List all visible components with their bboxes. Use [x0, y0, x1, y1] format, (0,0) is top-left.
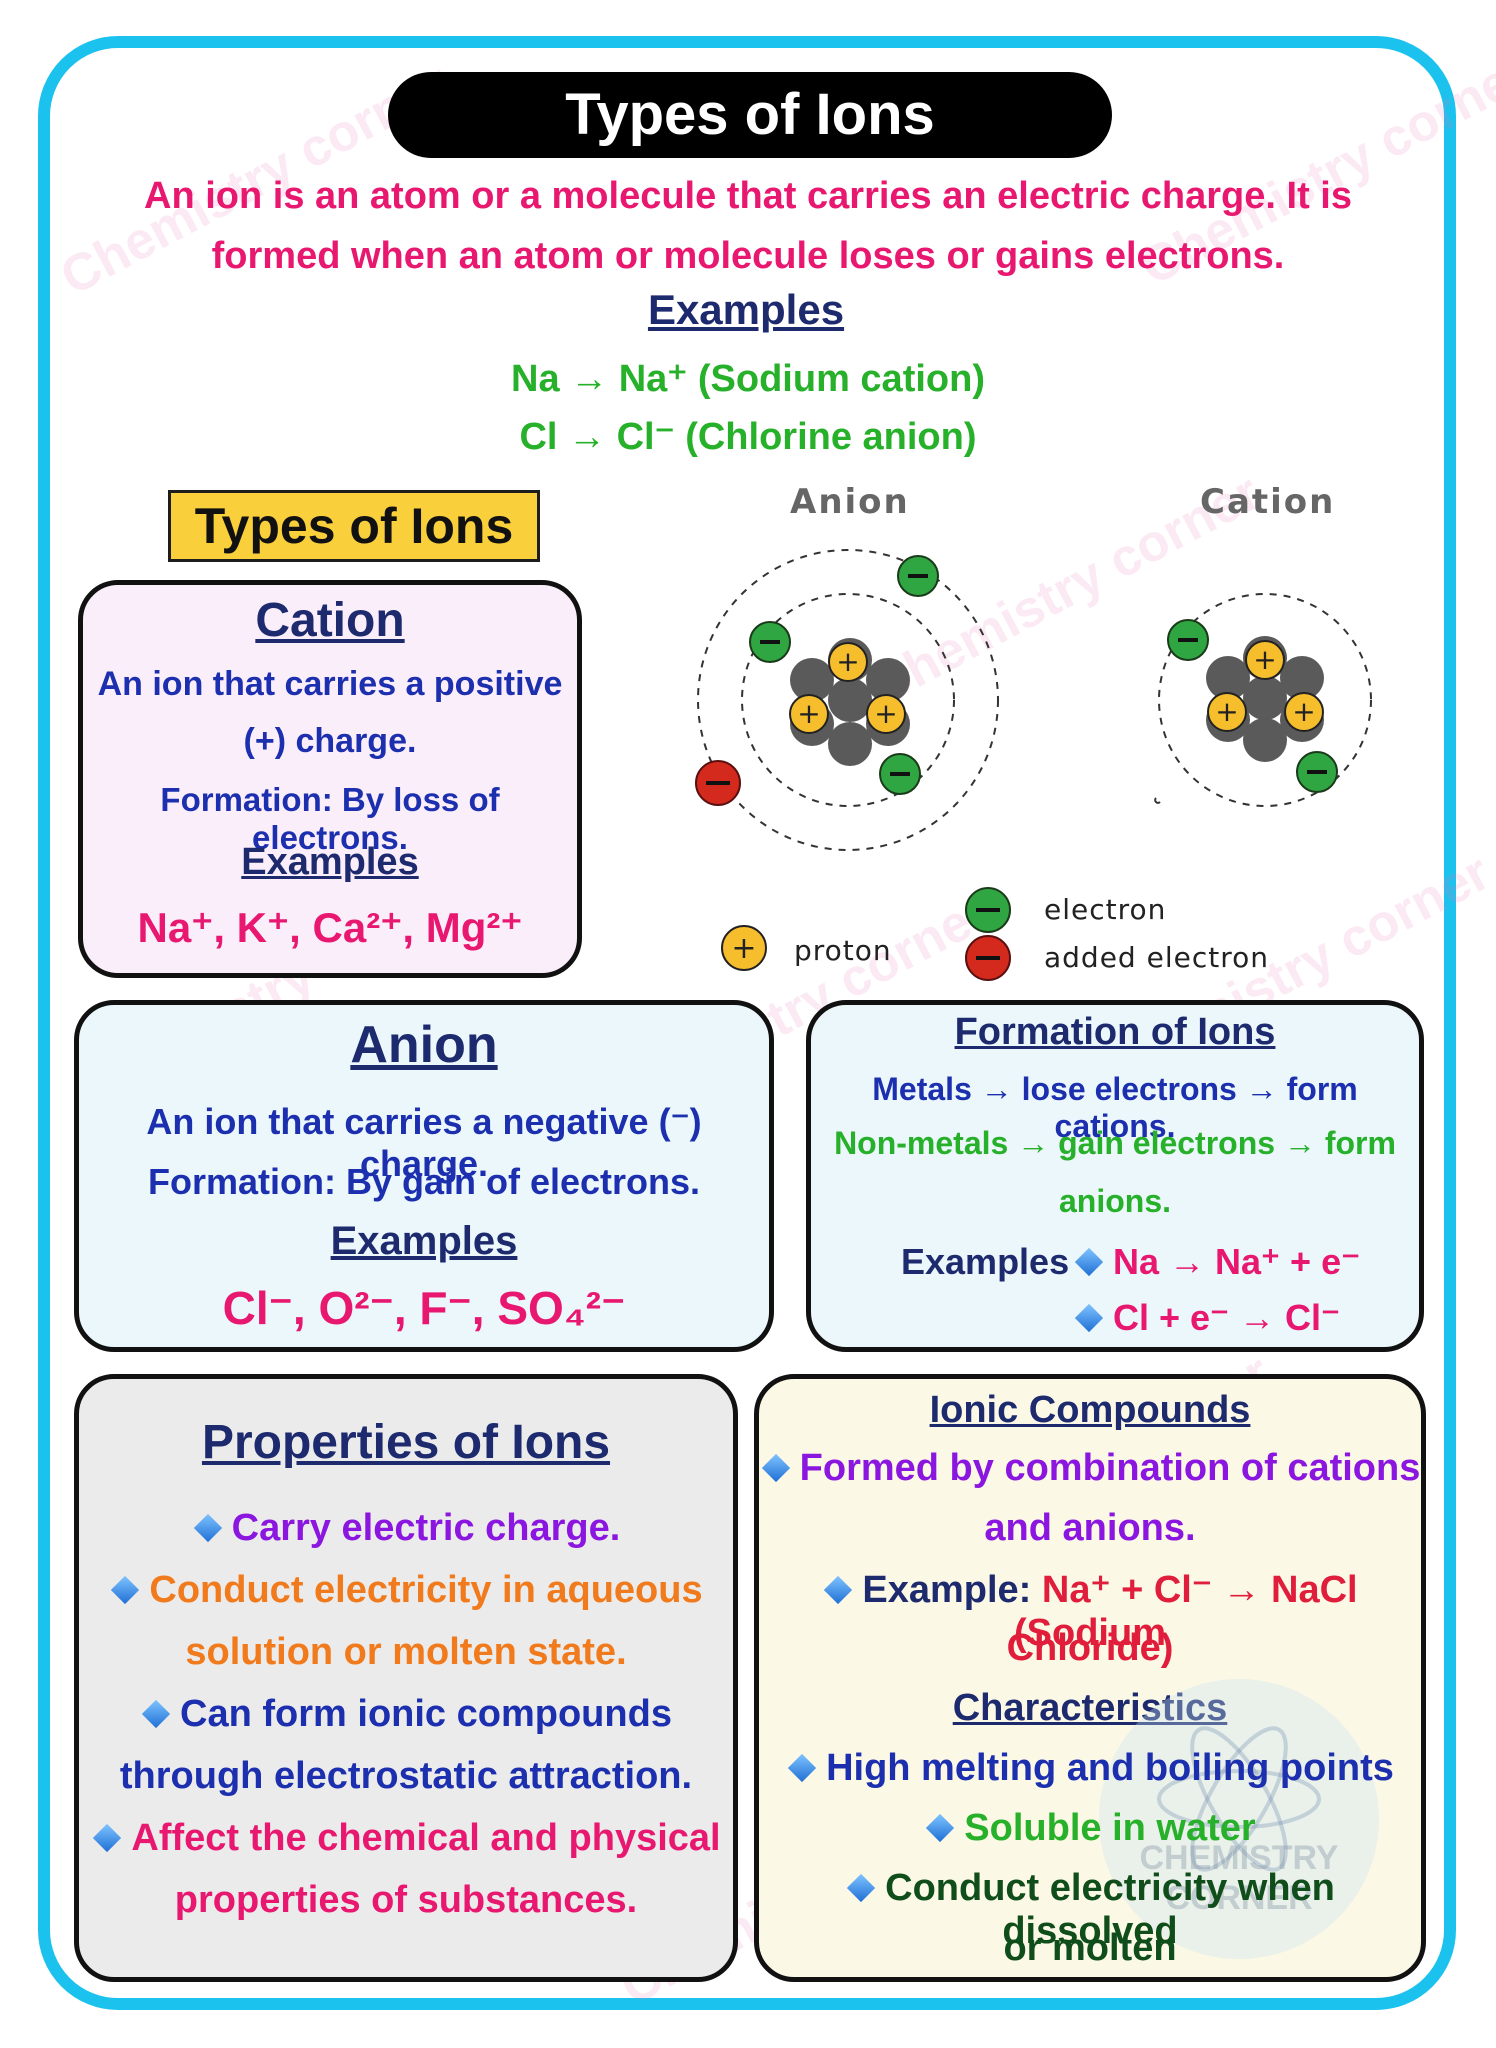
diamond-bullet-icon	[93, 1823, 122, 1853]
cation-box: Cation An ion that carries a positive (+…	[78, 580, 582, 978]
ionic-example: Example: Na⁺ + Cl⁻ → NaCl (Sodium	[759, 1567, 1421, 1655]
cation-formation: Formation: By loss of electrons.	[160, 781, 500, 856]
diamond-bullet-icon	[824, 1575, 853, 1605]
anion-box: Anion An ion that carries a negative (⁻)…	[74, 1000, 774, 1352]
formation-examples-label: Examples	[901, 1241, 1070, 1282]
diamond-bullet-icon	[111, 1575, 140, 1605]
cation-examples-heading: Examples	[241, 841, 419, 883]
cation-desc-1: An ion that carries a positive	[97, 665, 563, 703]
characteristic-2: Soluble in water	[759, 1807, 1421, 1850]
formation-metals: Metals → lose electrons → form cations.	[872, 1071, 1358, 1144]
legend-icons-left: +	[721, 925, 767, 971]
cation-heading: Cation	[255, 594, 405, 647]
property-2b: solution or molten state.	[185, 1631, 627, 1673]
intro-text: An ion is an atom or a molecule that car…	[144, 175, 1352, 277]
property-4b: properties of substances.	[174, 1879, 638, 1921]
properties-box: Properties of Ions Carry electric charge…	[74, 1374, 738, 1982]
svg-text:+: +	[797, 697, 820, 730]
properties-heading: Properties of Ions	[201, 1416, 611, 1469]
cation-examples: Na⁺, K⁺, Ca²⁺, Mg²⁺	[137, 904, 523, 951]
anion-diagram-label: Anion	[790, 482, 910, 522]
svg-text:CORNER: CORNER	[1165, 1879, 1312, 1917]
diamond-bullet-icon	[926, 1813, 955, 1843]
ionic-heading: Ionic Compounds	[929, 1389, 1251, 1431]
example-chlorine: Cl → Cl⁻ (Chlorine anion)	[519, 416, 977, 458]
ionic-example-2: Chloride)	[1006, 1627, 1174, 1669]
formation-example-2: Cl + e⁻ → Cl⁻	[1073, 1297, 1340, 1339]
diamond-bullet-icon	[846, 1873, 876, 1903]
svg-text:+: +	[836, 645, 859, 678]
property-3b: through electrostatic attraction.	[119, 1755, 693, 1797]
types-of-ions-label: Types of Ions	[168, 490, 540, 562]
anion-examples-heading: Examples	[330, 1219, 518, 1263]
anion-examples: Cl⁻, O²⁻, F⁻, SO₄²⁻	[222, 1282, 626, 1334]
legend-added-electron-label: added electron	[1044, 941, 1269, 974]
cation-diagram-label: Cation	[1200, 482, 1336, 522]
diamond-bullet-icon	[141, 1699, 171, 1729]
added-electron-icon	[965, 935, 1011, 981]
svg-text:+: +	[731, 931, 756, 966]
property-4a: Affect the chemical and physical	[79, 1817, 733, 1860]
chemistry-corner-logo: CHEMISTRY CORNER	[1099, 1679, 1379, 1959]
characteristic-1: High melting and boiling points	[759, 1747, 1421, 1790]
cation-desc-2: (+) charge.	[243, 722, 417, 760]
property-3a: Can form ionic compounds	[79, 1693, 733, 1736]
formation-nonmetals-1: Non-metals → gain electrons → form	[834, 1125, 1396, 1161]
example-sodium: Na → Na⁺ (Sodium cation)	[511, 358, 985, 400]
characteristic-3b: or molten	[1003, 1927, 1177, 1969]
examples-heading: Examples	[647, 286, 845, 333]
electron-icon	[749, 555, 939, 795]
diamond-bullet-icon	[761, 1453, 790, 1483]
formation-heading: Formation of Ions	[954, 1011, 1276, 1053]
property-2a: Conduct electricity in aqueous	[79, 1569, 733, 1612]
anion-atom-diagram: + + +	[695, 549, 999, 851]
svg-text:+: +	[1253, 643, 1276, 676]
atom-diagrams: + + +	[695, 549, 1372, 851]
svg-text:+: +	[1292, 695, 1315, 728]
legend-proton-label: proton	[794, 934, 892, 967]
ionic-compounds-box: Ionic Compounds Formed by combination of…	[754, 1374, 1426, 1982]
svg-text:+: +	[1215, 695, 1238, 728]
svg-text:+: +	[874, 697, 897, 730]
property-1: Carry electric charge.	[79, 1507, 733, 1550]
proton-icon: +	[721, 925, 767, 971]
legend-icons-right	[965, 887, 1011, 981]
electron-icon	[965, 887, 1011, 933]
legend-electron-label: electron	[1044, 893, 1167, 926]
proton-icon: + + +	[789, 642, 906, 734]
svg-text:CHEMISTRY: CHEMISTRY	[1140, 1839, 1339, 1877]
formation-example-1: Na → Na⁺ + e⁻	[1073, 1241, 1360, 1283]
diamond-bullet-icon	[787, 1753, 817, 1783]
page-title: Types of Ions	[388, 72, 1112, 158]
formation-nonmetals-2: anions.	[1058, 1183, 1171, 1219]
electron-icon	[1167, 619, 1338, 793]
added-electron-icon	[695, 760, 741, 806]
anion-formation: Formation: By gain of electrons.	[147, 1161, 701, 1202]
characteristic-3a: Conduct electricity when dissolved	[759, 1867, 1421, 1953]
characteristics-heading: Characteristics	[952, 1687, 1228, 1729]
diamond-bullet-icon	[1074, 1304, 1104, 1333]
anion-desc: An ion that carries a negative (⁻) charg…	[146, 1101, 702, 1184]
diamond-bullet-icon	[193, 1513, 222, 1543]
proton-icon: + + +	[1207, 640, 1324, 732]
cation-atom-diagram: + + +	[1154, 593, 1372, 807]
anion-heading: Anion	[350, 1016, 498, 1074]
ionic-formed-2: and anions.	[984, 1507, 1196, 1549]
diamond-bullet-icon	[1074, 1248, 1104, 1277]
ionic-formed-1: Formed by combination of cations	[759, 1447, 1421, 1490]
formation-box: Formation of Ions Metals → lose electron…	[806, 1000, 1424, 1352]
